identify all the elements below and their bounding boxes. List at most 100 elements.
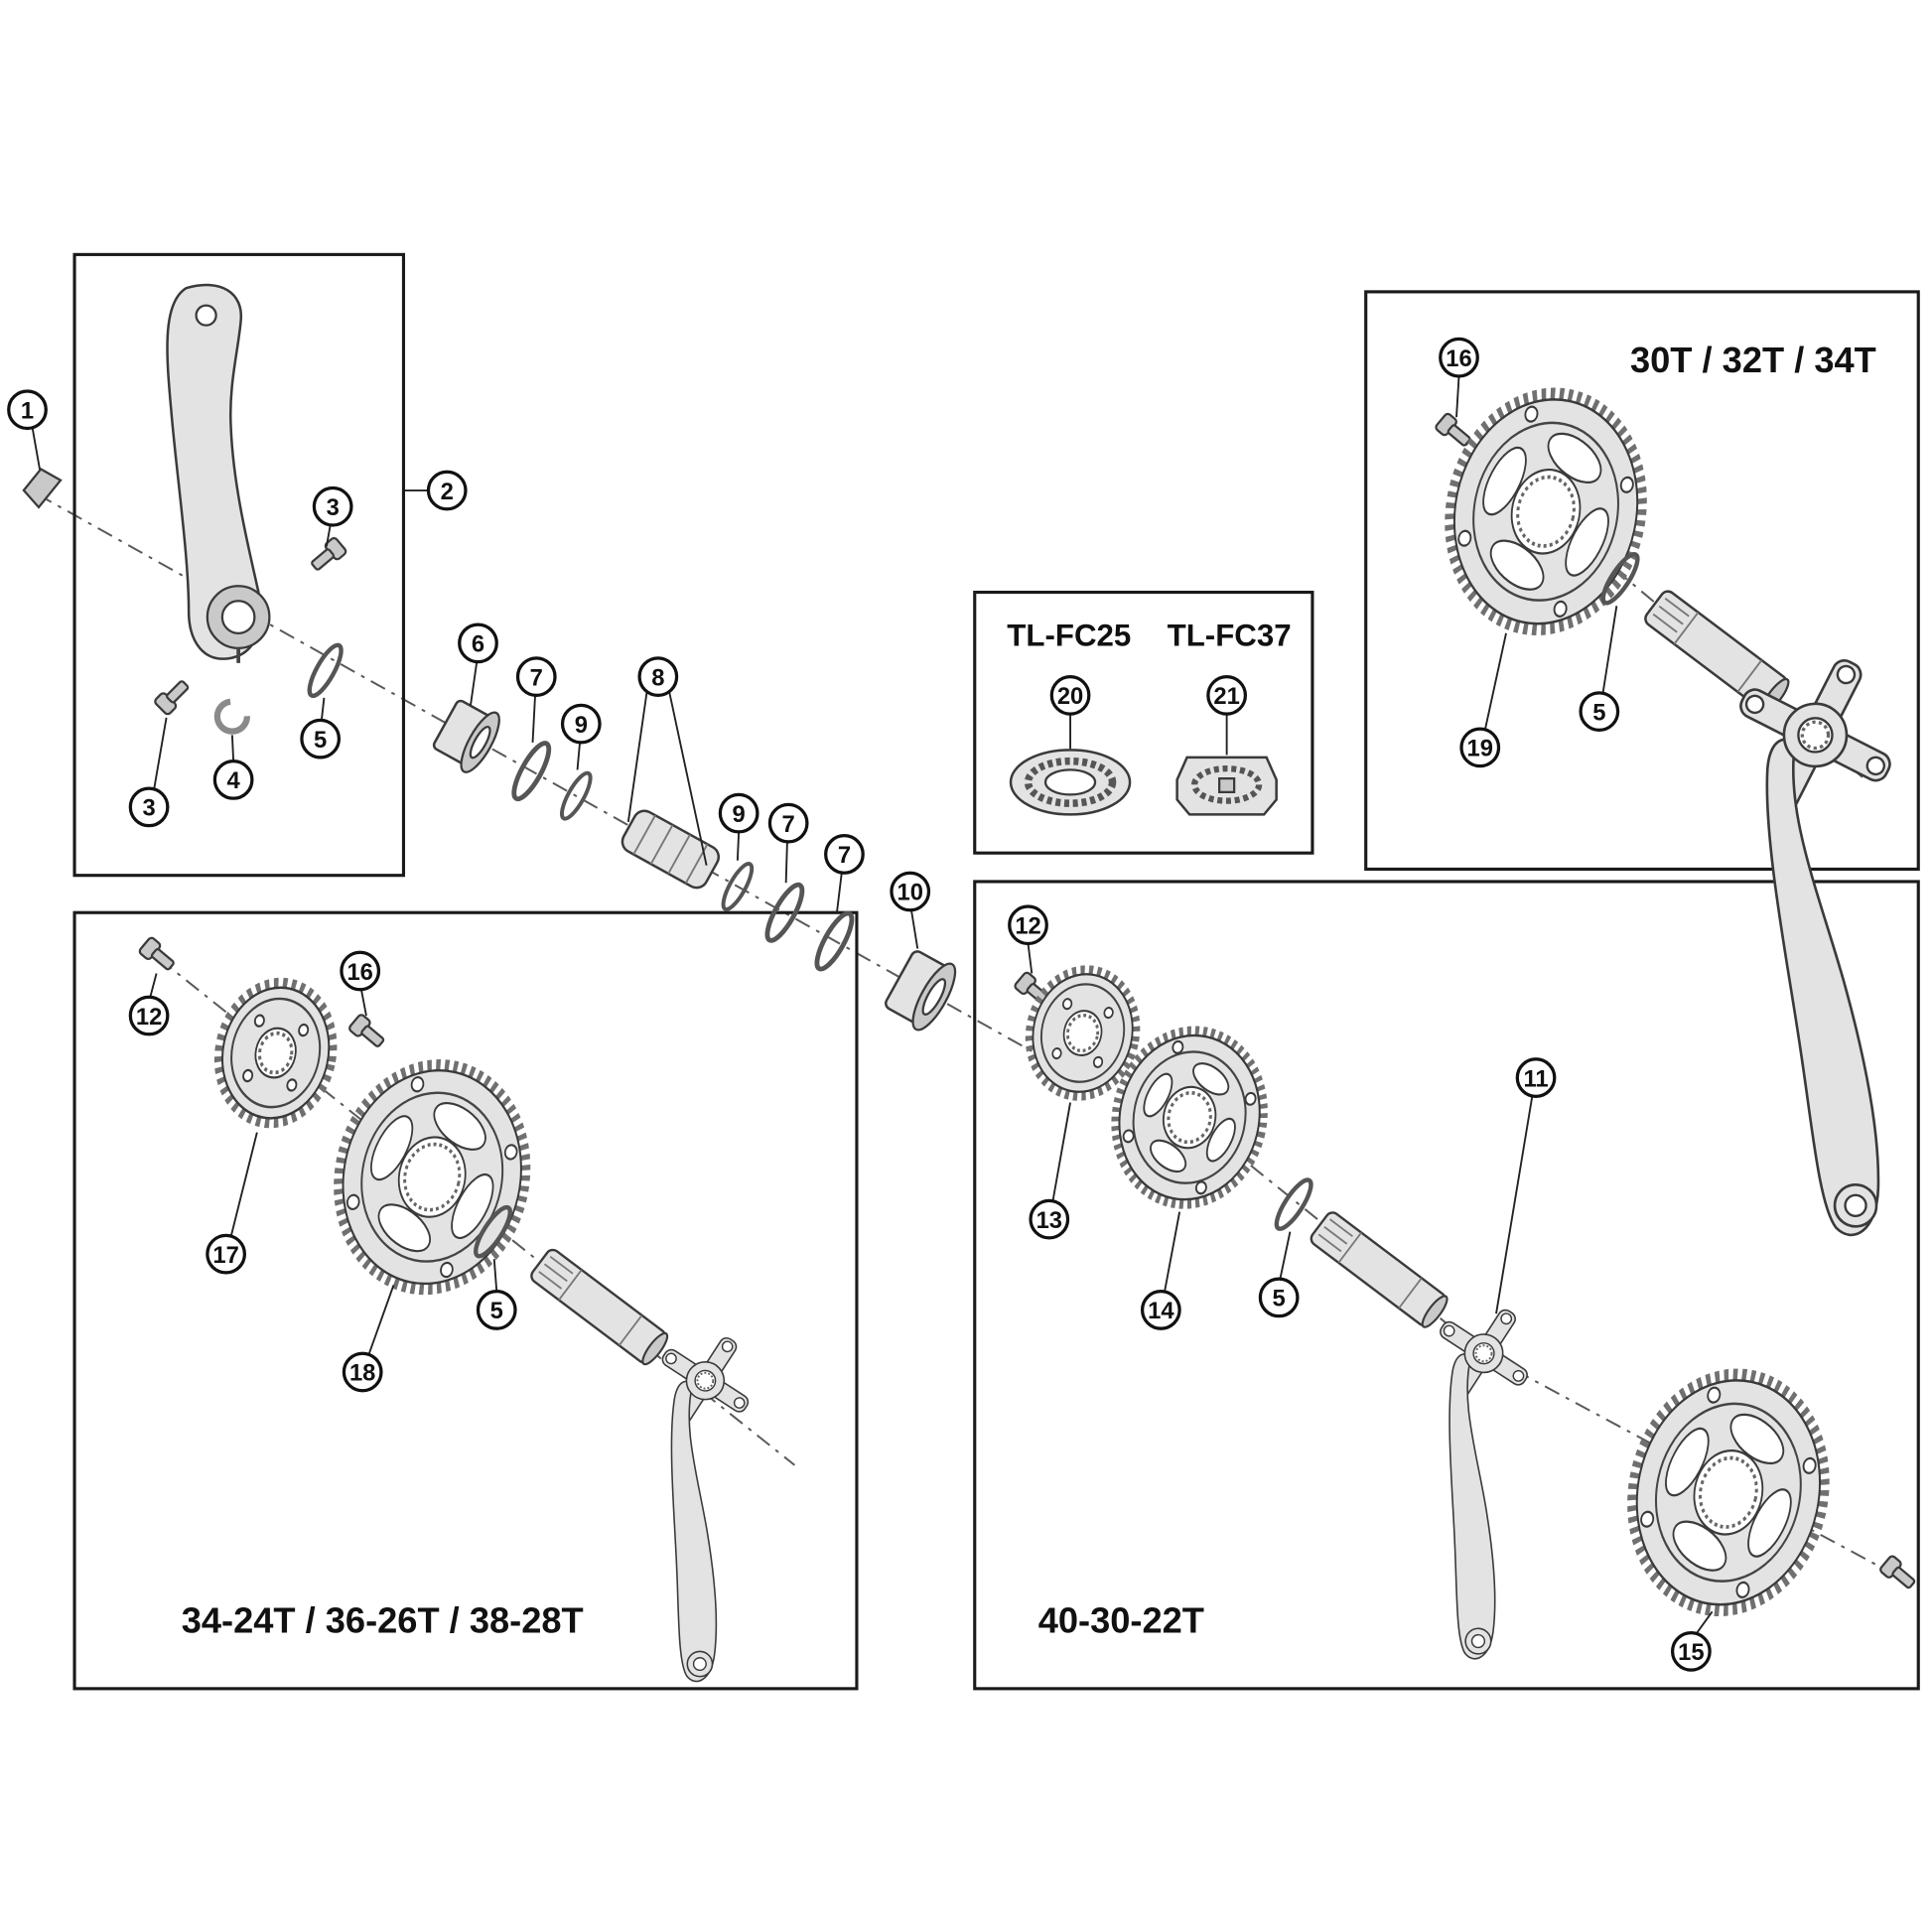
callout-21: 21 <box>1206 674 1248 756</box>
callout-3-upper: 3 <box>312 485 353 547</box>
callout-number: 16 <box>1446 345 1471 372</box>
callout-number: 8 <box>651 664 664 691</box>
chainring-24-28t <box>206 972 345 1134</box>
callout-number: 13 <box>1036 1207 1062 1234</box>
leader-line <box>531 695 536 743</box>
callout-circle <box>340 950 381 992</box>
callout-5-double: 5 <box>476 1259 517 1330</box>
leader-line <box>576 742 581 770</box>
callout-circle <box>312 485 353 527</box>
tool-tl-fc25 <box>1009 749 1132 816</box>
callout-8: 8 <box>626 656 708 866</box>
leader-line <box>1483 632 1507 731</box>
sleeve-rib <box>649 824 674 865</box>
leader-line <box>1027 943 1034 974</box>
leader-line <box>910 909 919 949</box>
leader-line <box>836 871 843 913</box>
callout-number: 7 <box>530 664 543 691</box>
callout-number: 5 <box>1273 1286 1286 1312</box>
callout-12-triple: 12 <box>1008 904 1048 974</box>
bottom-bracket-parts-group <box>432 699 957 1032</box>
leader-line <box>31 427 41 470</box>
right-crank-arm <box>1420 1303 1535 1662</box>
callout-13: 13 <box>1029 1102 1071 1240</box>
callout-number: 9 <box>575 712 588 739</box>
callout-number: 20 <box>1057 683 1083 710</box>
leader-line <box>1695 1610 1714 1635</box>
crank-cap-body <box>22 468 63 509</box>
double-chainring-box <box>72 910 859 1691</box>
left-crank-spindle-hole <box>220 600 256 634</box>
callout-number: 11 <box>1523 1065 1548 1092</box>
triple-ring-sizes-label: 40-30-22T <box>1038 1600 1204 1641</box>
callout-number: 1 <box>21 397 34 424</box>
right-crank-arm <box>641 1330 756 1685</box>
callout-9-a: 9 <box>560 703 602 770</box>
leader-line <box>784 841 788 884</box>
callout-7-b: 7 <box>767 802 809 884</box>
leader-line <box>492 1259 498 1292</box>
callout-3-lower: 3 <box>128 717 170 828</box>
tool-label-tl-fc25: TL-FC25 <box>1007 618 1131 652</box>
callout-number: 2 <box>441 479 454 505</box>
callout-circle <box>1515 1057 1557 1098</box>
callout-circle <box>890 871 931 912</box>
callout-circle <box>212 759 254 800</box>
callout-circle <box>342 1351 383 1393</box>
callout-number: 5 <box>314 727 327 754</box>
callout-number: 18 <box>349 1360 375 1387</box>
single-ring-sizes-label: 30T / 32T / 34T <box>1630 340 1876 380</box>
callout-number: 4 <box>227 767 241 794</box>
spacer-o-ring <box>1271 1175 1316 1233</box>
left-crank-group <box>22 283 347 735</box>
callout-number: 12 <box>1015 912 1040 939</box>
callout-circle <box>426 470 468 511</box>
triple-chainring-box <box>973 880 1920 1691</box>
main-axis-line <box>37 492 1071 1074</box>
leader-line <box>229 1132 258 1237</box>
bb-cup-bore <box>921 978 947 1016</box>
callout-number: 3 <box>142 795 155 822</box>
callout-12-double: 12 <box>128 973 170 1036</box>
callout-16-single: 16 <box>1439 337 1479 418</box>
leader-line <box>1495 1096 1534 1314</box>
callout-number: 10 <box>897 880 923 906</box>
sleeve-body <box>621 809 721 890</box>
callout-circle <box>1008 904 1048 946</box>
callout-circle <box>1439 337 1479 378</box>
callout-number: 12 <box>136 1004 162 1031</box>
callout-circle <box>1670 1630 1712 1672</box>
callout-5-single: 5 <box>1579 606 1620 733</box>
tool-ring-serration <box>1024 757 1117 807</box>
callout-circle <box>206 1233 247 1275</box>
pinch-bolt-lower <box>152 675 194 717</box>
callout-circle <box>767 802 809 844</box>
callout-circle <box>718 792 759 834</box>
bb-cup-bore <box>469 726 491 759</box>
tool-ring-bore <box>1043 768 1097 796</box>
sleeve-rib <box>667 834 691 875</box>
callout-16-double: 16 <box>340 950 381 1017</box>
callout-number: 15 <box>1678 1639 1704 1666</box>
sleeve-rib <box>632 814 656 856</box>
callout-circle <box>1459 727 1501 768</box>
callout-number: 9 <box>733 801 746 828</box>
leader-line <box>1164 1211 1181 1292</box>
leader-line <box>626 691 648 823</box>
right-crank-arm <box>1732 652 1921 1242</box>
leader-line <box>736 831 741 861</box>
callout-20: 20 <box>1049 674 1091 750</box>
callout-19: 19 <box>1459 632 1507 768</box>
tools-group <box>1009 749 1278 816</box>
callout-number: 19 <box>1467 736 1493 762</box>
callout-circle <box>515 656 557 697</box>
callout-7-a: 7 <box>515 656 557 743</box>
leader-line <box>320 697 326 721</box>
chainring-34-38t <box>318 1047 547 1308</box>
leader-line <box>149 973 158 998</box>
leader-line <box>1051 1102 1071 1201</box>
double-ring-sizes-label: 34-24T / 36-26T / 38-28T <box>182 1600 584 1641</box>
callout-circle <box>637 656 679 697</box>
